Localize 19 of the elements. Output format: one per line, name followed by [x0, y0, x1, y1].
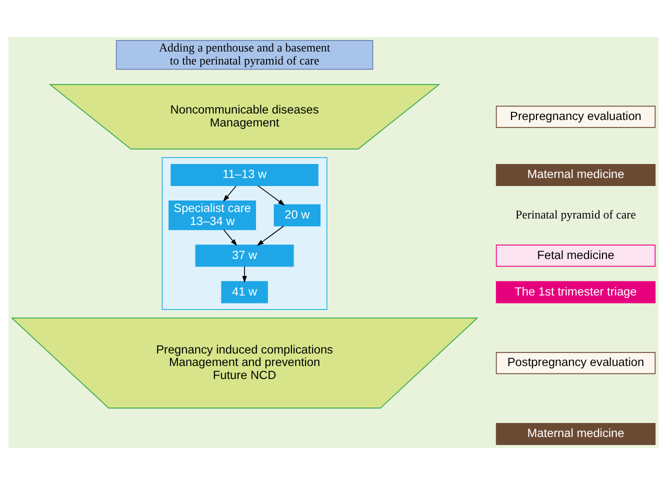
arrow	[256, 225, 284, 246]
node-box: Maternal medicine	[496, 163, 656, 186]
arrow	[242, 265, 247, 282]
node-box: 11–13 w	[170, 163, 318, 186]
node-box: 20 w	[274, 204, 321, 226]
node-box: Prepregnancy evaluation	[496, 105, 656, 128]
node-box: Fetal medicine	[496, 244, 656, 266]
node-box: Adding a penthouse and a basement to the perinatal pyramid of care	[116, 39, 374, 70]
arrow	[223, 185, 236, 202]
node-box: 37 w	[195, 244, 294, 266]
node-box: The 1st trimester triage	[496, 280, 656, 303]
node-box: 41 w	[221, 280, 268, 303]
node-box: Postpregnancy evaluation	[496, 352, 656, 374]
node-box: Maternal medicine	[496, 422, 656, 445]
arrow	[223, 228, 238, 246]
node-box: Specialist care 13–34 w	[168, 200, 256, 230]
arrow	[258, 184, 285, 205]
label: Perinatal pyramid of care	[516, 206, 636, 221]
cluster	[162, 156, 328, 310]
